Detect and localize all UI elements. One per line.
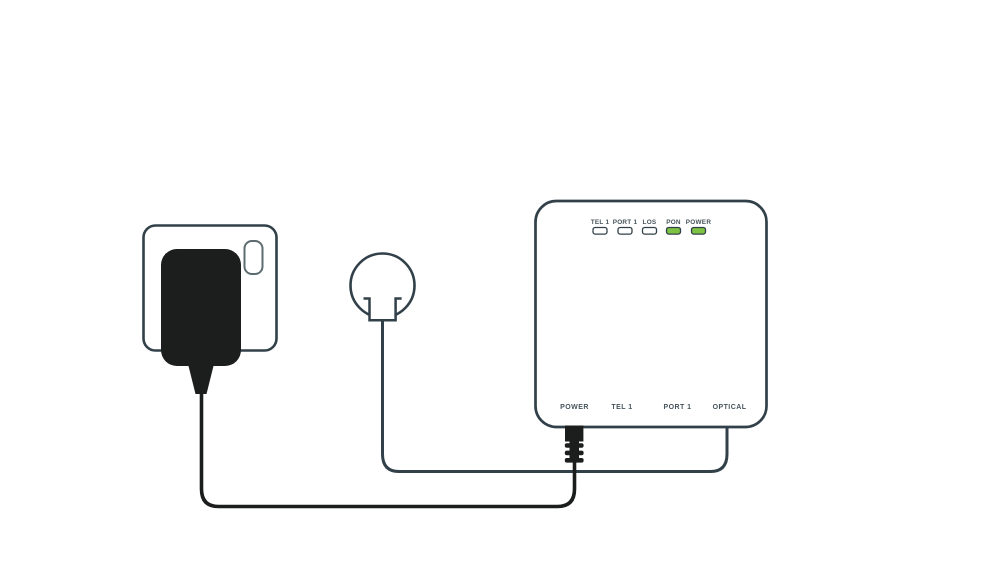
led-label-tel1: TEL 1 — [591, 219, 610, 226]
ont-body — [534, 199, 768, 429]
optical-plug-icon — [363, 297, 402, 322]
optical-cable — [381, 320, 729, 473]
led-pon-icon — [665, 226, 682, 235]
power-adapter-body — [161, 249, 241, 366]
port-label-power: POWER — [560, 404, 589, 411]
led-tel1-icon — [592, 226, 608, 235]
led-los-icon — [641, 226, 658, 235]
dc-plug-ridge — [564, 458, 584, 463]
dc-power-plug — [564, 425, 584, 463]
dc-plug-ridge — [564, 450, 584, 456]
power-adapter-strain-relief — [188, 366, 214, 394]
port-label-row: POWER TEL 1 PORT 1 OPTICAL — [560, 404, 747, 411]
socket-switch — [243, 240, 264, 275]
led-label-port1: PORT 1 — [613, 219, 638, 226]
led-label-los: LOS — [643, 219, 657, 226]
led-power-icon — [690, 226, 707, 235]
port-label-optical: OPTICAL — [713, 404, 747, 411]
port-label-tel1: TEL 1 — [611, 404, 632, 411]
led-label-pon: PON — [666, 219, 681, 226]
dc-plug-body — [565, 425, 584, 442]
led-port1-icon — [617, 226, 633, 235]
dc-plug-ridge — [564, 443, 584, 448]
led-label-power: POWER — [686, 219, 712, 226]
power-cable — [199, 392, 577, 509]
ont-box: TEL 1 PORT 1 LOS PON POWER POWER TEL 1 P… — [534, 199, 768, 429]
power-adapter — [161, 249, 241, 394]
status-led-row: TEL 1 PORT 1 LOS PON POWER — [591, 219, 712, 235]
port-label-port1: PORT 1 — [664, 404, 692, 411]
